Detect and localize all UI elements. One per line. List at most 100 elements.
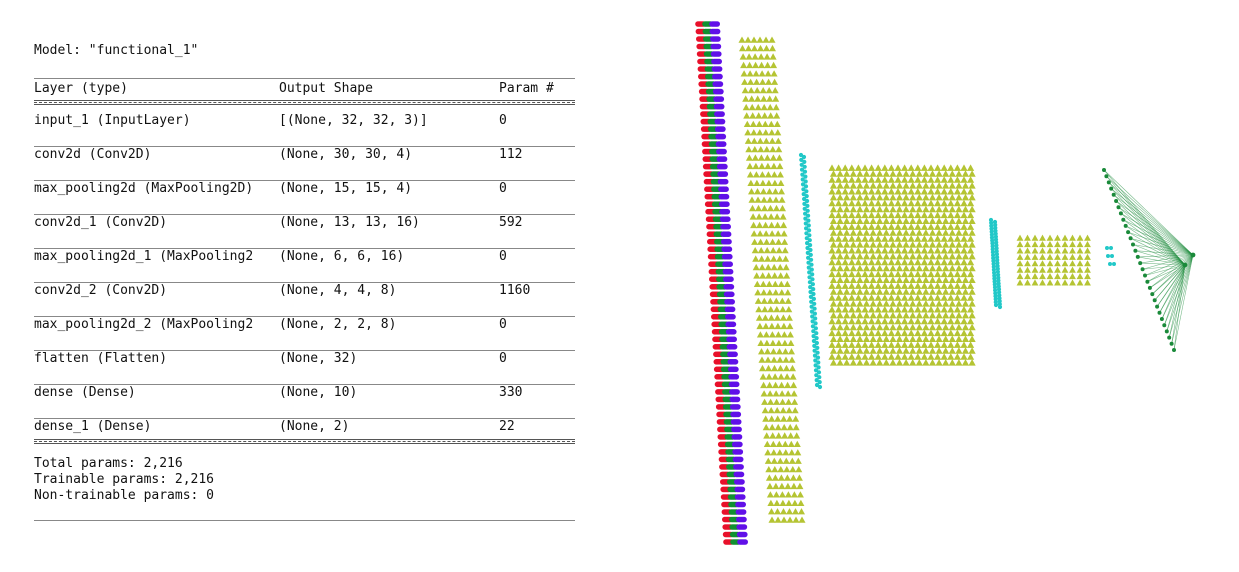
conv2d-1-unit [920, 164, 928, 171]
conv2d-1-unit [881, 294, 889, 301]
conv2d-1-unit [895, 311, 904, 319]
conv2d-1-unit [909, 252, 917, 260]
conv2d-unit [771, 364, 778, 372]
conv2d-unit [765, 179, 773, 186]
conv2d-unit [798, 508, 805, 515]
conv2d-1-unit [848, 188, 856, 195]
input-blue-node [732, 359, 739, 365]
conv2d-1-unit [881, 164, 889, 171]
dense-node [1121, 217, 1126, 222]
dense-node [1159, 317, 1164, 321]
input-blue-node [738, 471, 745, 478]
input-blue-node [719, 118, 726, 125]
conv2d-1-unit [947, 258, 955, 266]
conv2d-2-unit [1061, 279, 1069, 286]
max-pooling2d-node [809, 267, 814, 272]
conv2d-1-unit [901, 353, 909, 360]
conv2d-1-unit [907, 199, 915, 207]
conv2d-1-unit [948, 300, 956, 307]
conv2d-1-unit [854, 235, 862, 242]
conv2d-1-unit [868, 223, 876, 230]
conv2d-unit [776, 449, 784, 456]
conv2d-1-unit [887, 294, 895, 301]
dense-connection [1166, 264, 1186, 332]
conv2d-unit [761, 120, 769, 127]
input-blue-node [716, 58, 722, 65]
conv2d-1-unit [960, 341, 968, 348]
conv2d-1-unit [843, 252, 851, 260]
conv2d-1-unit [841, 247, 849, 254]
conv2d-1-unit [901, 317, 909, 325]
conv2d-1-unit [894, 258, 902, 266]
conv2d-unit [779, 306, 787, 313]
max-pooling2d-node [806, 213, 811, 218]
conv2d-1-unit [828, 176, 836, 183]
conv2d-unit [748, 103, 756, 111]
conv2d-1-unit [868, 317, 876, 325]
conv2d-unit [768, 36, 776, 43]
conv2d-unit [779, 407, 787, 414]
input-blue-node [718, 96, 725, 102]
conv2d-1-unit [843, 347, 851, 354]
conv2d-1-unit [889, 182, 897, 189]
conv2d-1-unit [947, 247, 955, 254]
conv2d-1-unit [862, 323, 871, 331]
conv2d-unit [785, 407, 793, 414]
dense-connection [1159, 264, 1186, 313]
dense-node [1162, 323, 1167, 328]
conv2d-1-unit [868, 353, 876, 360]
conv2d-1-unit [955, 241, 963, 248]
conv2d-1-unit [928, 193, 937, 201]
conv2d-1-unit [967, 164, 975, 171]
max-pooling2d-2-node [1112, 262, 1116, 266]
conv2d-1-unit [968, 347, 976, 354]
input-blue-node [742, 539, 748, 545]
conv2d-1-unit [935, 300, 943, 307]
dense-node [1143, 273, 1147, 278]
conv2d-1-unit [901, 235, 909, 242]
dense-node [1131, 242, 1135, 247]
max-pooling2d-node [807, 233, 812, 238]
conv2d-2-unit [1076, 234, 1084, 241]
max-pooling2d-1-node [995, 269, 1000, 274]
max-pooling2d-1-node [993, 222, 998, 227]
conv2d-unit [764, 356, 772, 363]
conv2d-1-unit [889, 335, 897, 342]
max-pooling2d-node [809, 304, 814, 309]
conv2d-1-unit [915, 335, 923, 342]
conv2d-1-unit [854, 188, 862, 195]
input-blue-node [719, 111, 725, 117]
conv2d-1-unit [861, 258, 869, 266]
dense-node [1104, 174, 1109, 179]
conv2d-1-unit [901, 164, 909, 171]
conv2d-unit [753, 87, 761, 94]
conv2d-unit [769, 440, 777, 447]
input-blue-node [727, 268, 734, 275]
conv2d-unit [774, 516, 782, 523]
max-pooling2d-node [800, 172, 805, 177]
conv2d-1-unit [920, 317, 928, 325]
conv2d-1-unit [948, 335, 956, 342]
conv2d-1-unit [843, 170, 851, 177]
conv2d-unit [774, 415, 782, 422]
conv2d-1-unit [887, 306, 895, 313]
conv2d-1-unit [914, 176, 922, 183]
conv2d-2-unit [1039, 241, 1046, 248]
input-blue-node [732, 351, 738, 358]
conv2d-1-unit [836, 229, 844, 236]
conv2d-1-unit [841, 188, 849, 195]
conv2d-unit [769, 432, 777, 439]
max-pooling2d-node [813, 368, 819, 373]
conv2d-1-unit [902, 241, 910, 248]
conv2d-1-unit [902, 264, 910, 272]
row-separator [34, 418, 575, 419]
conv2d-1-unit [914, 211, 922, 219]
conv2d-1-unit [861, 164, 869, 171]
conv2d-1-unit [869, 359, 877, 366]
conv2d-1-unit [874, 164, 882, 171]
conv2d-unit [766, 381, 774, 389]
conv2d-2-unit [1039, 273, 1046, 280]
conv2d-1-unit [967, 282, 975, 289]
conv2d-1-unit [947, 176, 955, 183]
conv2d-1-unit [829, 347, 838, 354]
